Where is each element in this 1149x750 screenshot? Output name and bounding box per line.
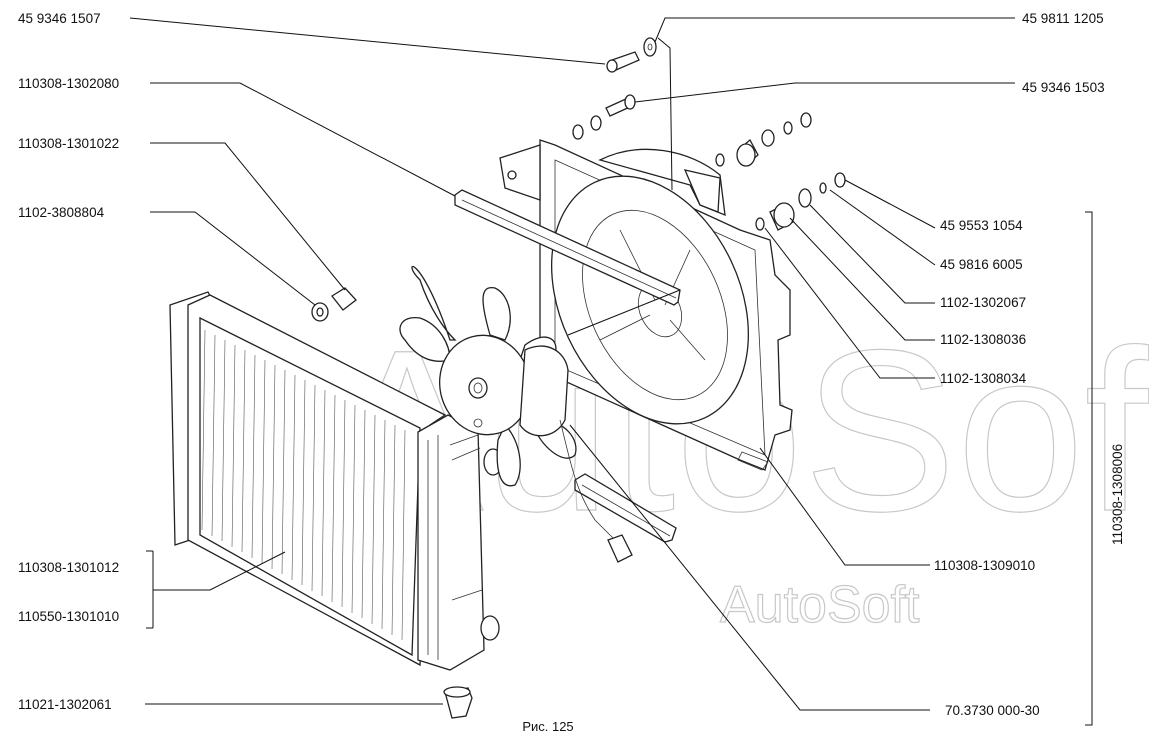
part-label: 110308-1309010 — [934, 558, 1035, 573]
part-label: 70.3730 000-30 — [945, 703, 1040, 718]
part-labels-left: 45 9346 1507 110308-1302080 110308-13010… — [18, 11, 119, 712]
radiator-bolt — [311, 287, 357, 322]
part-label: 1102-1308036 — [940, 332, 1026, 347]
part-label: 1102-1308034 — [940, 371, 1027, 386]
radiator — [169, 291, 503, 719]
part-label: 45 9816 6005 — [940, 257, 1023, 272]
fan-impeller — [399, 265, 633, 563]
part-label: 45 9553 1054 — [940, 218, 1023, 233]
part-label: 1102-3808804 — [18, 205, 105, 220]
part-label: 45 9346 1503 — [1022, 80, 1105, 95]
part-label: 110550-1301010 — [18, 609, 119, 624]
assembly-label: 110308-1308006 — [1110, 444, 1125, 545]
part-label: 11021-1302061 — [18, 697, 112, 712]
part-label: 1102-1302067 — [940, 295, 1026, 310]
hardware — [572, 37, 846, 231]
part-label: 45 9346 1507 — [18, 11, 101, 26]
figure-caption: Рис. 125 — [522, 719, 573, 734]
part-labels-right: 45 9811 1205 45 9346 1503 45 9553 1054 4… — [934, 11, 1105, 718]
part-label: 110308-1301022 — [18, 136, 119, 151]
part-label: 110308-1301012 — [18, 560, 119, 575]
leader-lines — [129, 17, 1093, 726]
mounting-strip-upper — [454, 189, 681, 306]
watermark-small: AutoSoft — [720, 576, 920, 634]
fan-shroud — [499, 139, 793, 471]
part-label: 110308-1302080 — [18, 76, 119, 91]
part-label: 45 9811 1205 — [1022, 11, 1104, 26]
